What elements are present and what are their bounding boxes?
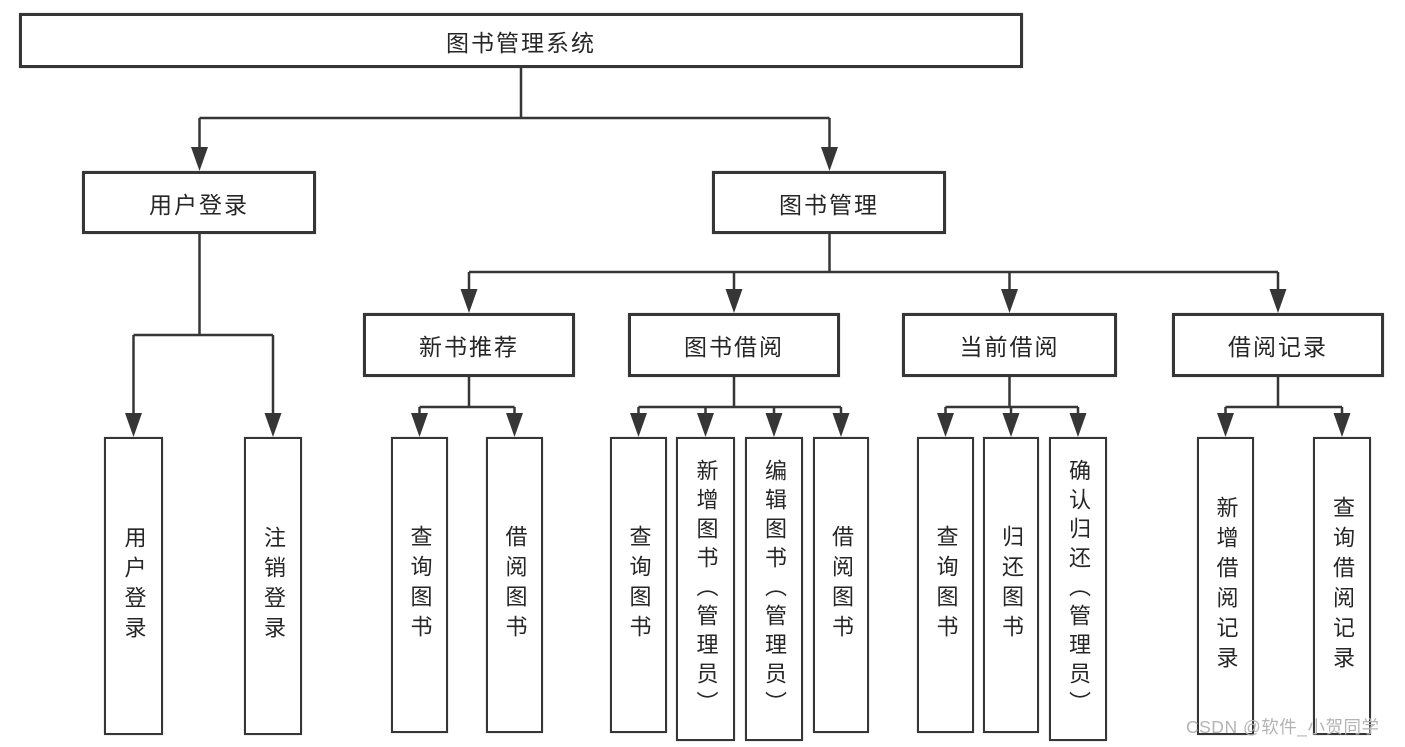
- node-label: 当前借阅: [959, 334, 1060, 360]
- leaf-edit-book-admin: 编辑图书（管理员）: [745, 437, 803, 741]
- leaf-borrow-book-borrowing: 借阅图书: [813, 437, 869, 733]
- node-book-management: 图书管理: [712, 171, 946, 234]
- node-new-book-recommend: 新书推荐: [363, 313, 575, 377]
- leaf-borrow-book-recommend: 借阅图书: [486, 437, 543, 733]
- node-user-login: 用户登录: [82, 171, 316, 234]
- node-label: 用户登录: [149, 191, 249, 218]
- arrowhead-icons: [125, 147, 1351, 437]
- leaf-label: 新增借阅记录: [1213, 496, 1239, 676]
- leaf-query-borrow-record: 查询借阅记录: [1313, 437, 1371, 735]
- leaf-label: 查询图书: [407, 525, 433, 645]
- leaf-label: 借阅图书: [502, 525, 528, 645]
- node-label: 借阅记录: [1228, 334, 1328, 360]
- node-label: 新书推荐: [419, 334, 519, 360]
- leaf-label: 注销登录: [261, 526, 286, 646]
- leaf-query-book-borrowing: 查询图书: [610, 437, 667, 733]
- leaf-query-book-recommend: 查询图书: [391, 437, 448, 733]
- leaf-label: 借阅图书: [829, 525, 854, 645]
- leaf-logout-login: 注销登录: [244, 437, 302, 735]
- leaf-label: 归还图书: [999, 525, 1024, 645]
- leaf-label: 编辑图书（管理员）: [762, 458, 787, 720]
- leaf-label: 新增图书（管理员）: [693, 458, 719, 720]
- leaf-label: 确认归还（管理员）: [1066, 458, 1091, 720]
- leaf-add-book-admin: 新增图书（管理员）: [676, 437, 735, 741]
- leaf-query-book-current: 查询图书: [917, 437, 974, 733]
- node-borrowing-records: 借阅记录: [1172, 313, 1384, 377]
- node-label: 图书借阅: [684, 334, 784, 360]
- watermark: CSDN @软件_小贺同学: [1186, 717, 1380, 737]
- leaf-return-book: 归还图书: [983, 437, 1039, 733]
- leaf-add-borrow-record: 新增借阅记录: [1197, 437, 1254, 735]
- leaf-label: 用户登录: [121, 526, 147, 646]
- leaf-label: 查询图书: [933, 525, 959, 645]
- node-root-library-system: 图书管理系统: [19, 13, 1023, 68]
- leaf-label: 查询借阅记录: [1330, 496, 1355, 676]
- node-book-borrowing: 图书借阅: [628, 313, 840, 377]
- node-current-borrowing: 当前借阅: [902, 313, 1117, 377]
- leaf-confirm-return-admin: 确认归还（管理员）: [1049, 437, 1107, 741]
- leaf-user-login: 用户登录: [104, 437, 163, 735]
- node-label: 图书管理: [779, 191, 879, 218]
- leaf-label: 查询图书: [626, 525, 652, 645]
- node-label: 图书管理系统: [446, 29, 596, 56]
